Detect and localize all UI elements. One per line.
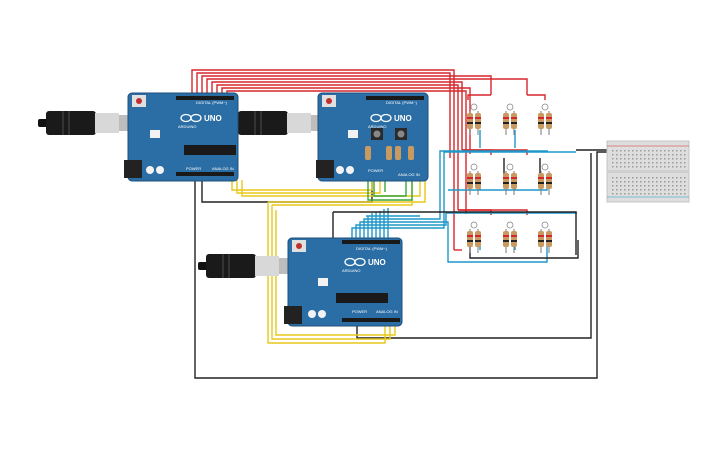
resistor-icon bbox=[467, 221, 481, 253]
analog-header-label: ANALOG IN bbox=[376, 309, 398, 314]
resistor-icon bbox=[365, 146, 414, 160]
power-header-label: POWER bbox=[186, 166, 201, 171]
resistor-icon bbox=[538, 103, 552, 135]
black-wires bbox=[194, 149, 612, 379]
arduino-board-2[interactable]: UNO ARDUINO DIGITAL (PWM~) POWER ANALOG … bbox=[316, 92, 429, 182]
board-model-label: UNO bbox=[368, 258, 386, 267]
digital-header-label: DIGITAL (PWM~) bbox=[356, 246, 388, 251]
breadboard-icon[interactable] bbox=[606, 140, 690, 203]
resistor-icon bbox=[467, 163, 481, 195]
resistor-icon bbox=[503, 163, 517, 195]
push-button-icon[interactable] bbox=[395, 128, 407, 140]
board-model-label: UNO bbox=[394, 114, 412, 123]
board-brand-label: ARDUINO bbox=[342, 268, 360, 273]
usb-plug-icon bbox=[38, 111, 323, 278]
wires bbox=[191, 69, 612, 379]
board-model-label: UNO bbox=[204, 114, 222, 123]
arduino-logo-icon bbox=[344, 257, 366, 267]
power-header-label: POWER bbox=[352, 309, 367, 314]
analog-header-label: ANALOG IN bbox=[212, 166, 234, 171]
resistor-icon bbox=[467, 103, 481, 135]
red-wires bbox=[191, 69, 546, 251]
resistor-grid bbox=[467, 103, 552, 253]
digital-header-label: DIGITAL (PWM~) bbox=[386, 100, 418, 105]
board-brand-label: ARDUINO bbox=[178, 124, 196, 129]
arduino-board-3[interactable]: UNO ARDUINO DIGITAL (PWM~) POWER ANALOG … bbox=[284, 237, 403, 327]
resistor-icon bbox=[503, 103, 517, 135]
blue-wires bbox=[351, 130, 577, 263]
analog-header-label: ANALOG IN bbox=[398, 172, 420, 177]
resistor-icon bbox=[503, 221, 517, 253]
arduino-logo-icon bbox=[180, 113, 202, 123]
resistor-icon bbox=[538, 163, 552, 195]
breadboard-holes bbox=[612, 150, 686, 195]
power-header-label: POWER bbox=[368, 168, 383, 173]
digital-header-label: DIGITAL (PWM~) bbox=[196, 100, 228, 105]
arduino-board-1[interactable]: UNO ARDUINO DIGITAL (PWM~) POWER ANALOG … bbox=[124, 92, 239, 182]
board-brand-label: ARDUINO bbox=[368, 124, 386, 129]
push-button-icon[interactable] bbox=[371, 128, 383, 140]
arduino-logo-icon bbox=[370, 113, 392, 123]
resistor-icon bbox=[538, 221, 552, 253]
